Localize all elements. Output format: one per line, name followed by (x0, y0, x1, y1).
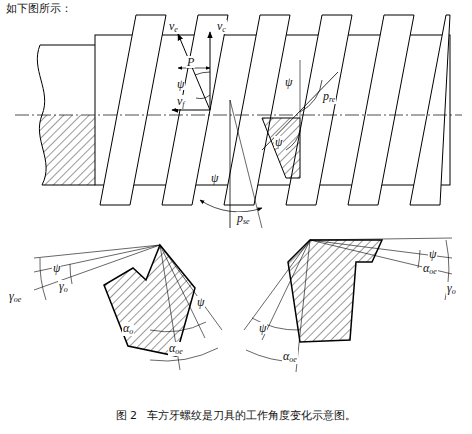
angle-label: ψ (274, 136, 283, 148)
figure-caption: 图 2 车方牙螺纹是刀具的工作角度变化示意图。 (116, 410, 357, 421)
angle-label: γo (58, 280, 69, 294)
angle-label: ψ (284, 76, 293, 88)
thread-tooth (348, 15, 414, 205)
angle-label: pre (322, 90, 336, 104)
thread-tooth (410, 15, 450, 205)
angle-label: αoe (282, 350, 298, 364)
angle-label: ψ (196, 296, 205, 308)
angle-label: ψ (428, 248, 437, 260)
thread-tooth (162, 15, 228, 205)
thread-tooth (100, 15, 166, 205)
angle-label: ve (168, 20, 179, 34)
angle-label: P (186, 56, 195, 68)
intro-text: 如下图所示： (6, 3, 72, 14)
thread-tooth (224, 15, 290, 205)
angle-label: γo (446, 282, 457, 296)
angle-label: ψ (52, 262, 61, 274)
angle-label: vf (176, 95, 186, 109)
angle-label: pse (236, 212, 251, 226)
angle-label: ψ (176, 78, 185, 90)
angle-label: αo (122, 322, 134, 336)
angle-label: vc (216, 20, 227, 34)
angle-label: γoe (8, 290, 22, 304)
angle-label: αoe (422, 262, 438, 276)
angle-label: ψ (210, 172, 219, 184)
angle-label: αoe (168, 342, 184, 356)
angle-label: ψ (258, 322, 267, 334)
